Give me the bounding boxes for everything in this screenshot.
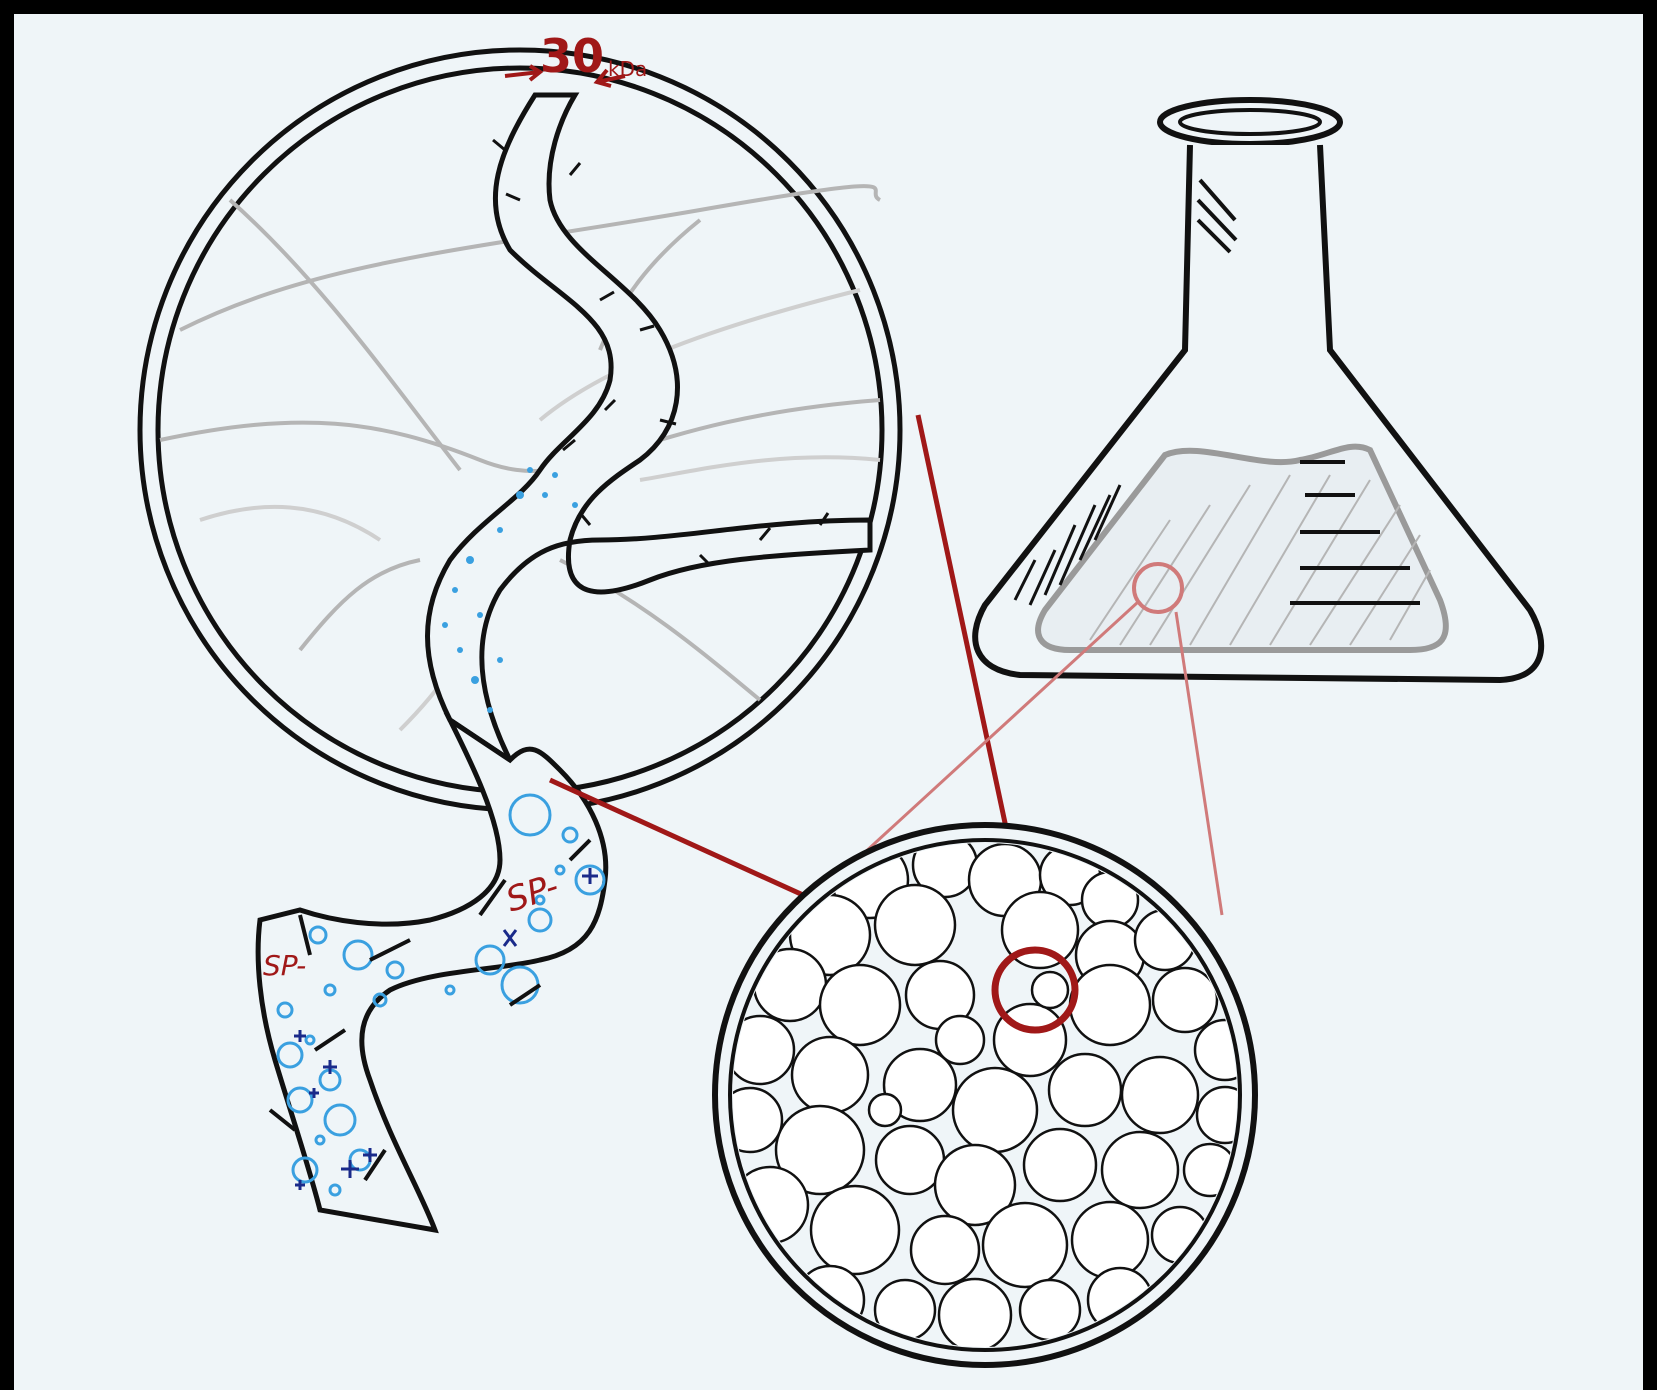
charge-label-lower: SP- xyxy=(263,949,306,982)
pore-magnifier xyxy=(140,50,900,810)
erlenmeyer-flask-icon xyxy=(975,100,1541,680)
pore-size-value: 30 xyxy=(540,29,604,83)
flask-rim xyxy=(1160,100,1340,144)
pore-size-unit: kDa xyxy=(608,57,647,81)
packed-resin-beads xyxy=(715,825,1255,1365)
